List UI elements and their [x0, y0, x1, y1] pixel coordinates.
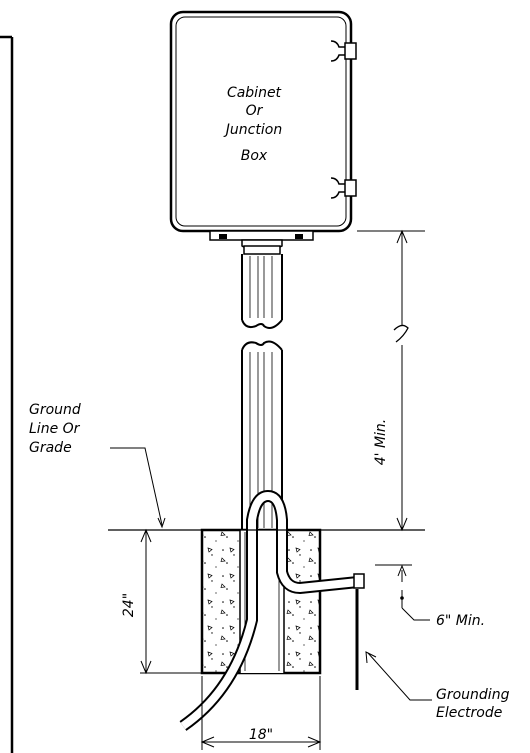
concrete-foundation: [200, 528, 322, 675]
ground-line-label-line3: Grade: [29, 440, 72, 456]
dimension-depth: 24": [121, 528, 202, 675]
ground-line-label-line1: Ground: [29, 402, 81, 418]
dimension-width: 18": [200, 676, 322, 750]
dimension-depth-label: 24": [121, 593, 137, 617]
hinge-top: [330, 40, 357, 62]
cabinet-label-line4: Box: [241, 148, 268, 164]
cabinet-label-line3: Junction: [223, 122, 282, 138]
electrode-label-line2: Electrode: [436, 705, 502, 721]
mounting-bracket: [209, 230, 314, 255]
hinge-bottom: [330, 177, 357, 199]
electrode-label-line1: Grounding: [436, 687, 510, 703]
pole-upper: [241, 254, 283, 329]
dimension-electrode-label: 6" Min.: [436, 613, 485, 629]
dimension-width-label: 18": [249, 727, 273, 743]
ground-line: Ground Line Or Grade: [29, 402, 425, 531]
dimension-electrode: 6" Min.: [375, 564, 485, 629]
cabinet-label-line2: Or: [246, 103, 264, 119]
grounding-conduit: [179, 489, 359, 731]
grounding-electrode: [353, 573, 365, 690]
cabinet-box: Cabinet Or Junction Box: [169, 10, 357, 233]
dimension-height-label: 4' Min.: [373, 419, 389, 466]
dimension-height: 4' Min.: [357, 229, 425, 532]
cabinet-label-line1: Cabinet: [227, 85, 282, 101]
electrode-leader: Grounding Electrode: [365, 651, 510, 721]
left-border: [0, 35, 14, 753]
ground-line-label-line2: Line Or: [29, 421, 81, 437]
